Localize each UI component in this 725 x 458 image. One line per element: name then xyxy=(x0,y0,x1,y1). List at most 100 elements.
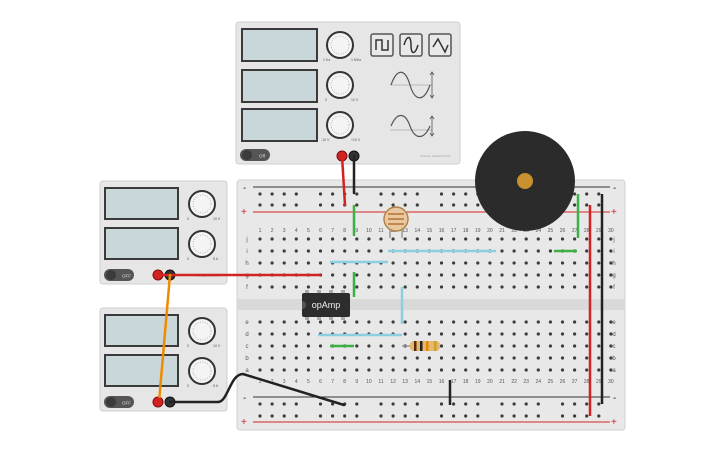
breadboard-hole[interactable] xyxy=(318,368,323,372)
rail-hole[interactable] xyxy=(512,414,516,418)
breadboard-hole[interactable] xyxy=(379,285,383,289)
rail-hole[interactable] xyxy=(476,414,480,418)
breadboard-hole[interactable] xyxy=(258,320,262,324)
rail-hole[interactable] xyxy=(294,402,298,406)
breadboard-hole[interactable] xyxy=(500,368,504,372)
breadboard-hole[interactable] xyxy=(573,356,577,360)
breadboard-hole[interactable] xyxy=(282,249,286,253)
breadboard-hole[interactable] xyxy=(585,344,589,348)
breadboard-hole[interactable] xyxy=(512,249,516,253)
breadboard-hole[interactable] xyxy=(548,261,553,265)
breadboard-hole[interactable] xyxy=(536,332,540,336)
rail-hole[interactable] xyxy=(270,203,274,207)
breadboard-hole[interactable] xyxy=(500,356,504,360)
breadboard-hole[interactable] xyxy=(391,237,395,241)
rail-hole[interactable] xyxy=(415,402,419,406)
function-generator[interactable]: 1 Hz 1 MHz 0 10 V -10 V +10 V xyxy=(235,21,461,165)
breadboard-hole[interactable] xyxy=(524,273,528,277)
breadboard-hole[interactable] xyxy=(379,368,383,372)
rail-hole[interactable] xyxy=(379,192,383,196)
rail-hole[interactable] xyxy=(294,192,298,196)
breadboard-hole[interactable] xyxy=(548,320,553,324)
rail-hole[interactable] xyxy=(524,414,528,418)
piezo-buzzer[interactable] xyxy=(475,131,575,231)
breadboard-hole[interactable] xyxy=(391,320,395,324)
rail-hole[interactable] xyxy=(331,192,335,196)
breadboard-hole[interactable] xyxy=(536,285,540,289)
breadboard-hole[interactable] xyxy=(282,368,286,372)
breadboard-hole[interactable] xyxy=(585,356,589,360)
breadboard-hole[interactable] xyxy=(318,261,323,265)
breadboard-hole[interactable] xyxy=(597,285,601,289)
resistor[interactable] xyxy=(402,341,440,351)
breadboard-hole[interactable] xyxy=(488,285,492,289)
breadboard-hole[interactable] xyxy=(306,356,310,360)
ps1-voltage-knob[interactable] xyxy=(188,190,216,218)
breadboard-hole[interactable] xyxy=(415,273,419,277)
breadboard-hole[interactable] xyxy=(548,273,553,277)
breadboard-hole[interactable] xyxy=(560,368,565,372)
breadboard-hole[interactable] xyxy=(294,368,298,372)
breadboard-hole[interactable] xyxy=(258,344,262,348)
breadboard-hole[interactable] xyxy=(427,332,431,336)
ps2-voltage-knob[interactable] xyxy=(188,317,216,345)
rail-hole[interactable] xyxy=(403,402,407,406)
breadboard-hole[interactable] xyxy=(258,368,262,372)
breadboard-hole[interactable] xyxy=(379,320,383,324)
breadboard-hole[interactable] xyxy=(597,320,601,324)
ps2-power-switch[interactable]: OFF xyxy=(104,396,134,408)
breadboard-hole[interactable] xyxy=(500,344,504,348)
rail-hole[interactable] xyxy=(355,414,359,418)
rail-hole[interactable] xyxy=(355,203,359,207)
breadboard-hole[interactable] xyxy=(573,368,577,372)
breadboard-hole[interactable] xyxy=(258,356,262,360)
breadboard-hole[interactable] xyxy=(609,249,613,253)
breadboard-hole[interactable] xyxy=(488,237,492,241)
rail-hole[interactable] xyxy=(379,203,383,207)
breadboard-hole[interactable] xyxy=(597,356,601,360)
breadboard-hole[interactable] xyxy=(488,332,492,336)
rail-hole[interactable] xyxy=(391,192,395,196)
breadboard-hole[interactable] xyxy=(355,368,359,372)
breadboard-hole[interactable] xyxy=(258,237,262,241)
breadboard-hole[interactable] xyxy=(536,249,540,253)
breadboard-hole[interactable] xyxy=(270,368,274,372)
breadboard-hole[interactable] xyxy=(452,356,456,360)
breadboard-hole[interactable] xyxy=(585,332,589,336)
breadboard-hole[interactable] xyxy=(282,344,286,348)
breadboard-hole[interactable] xyxy=(464,285,468,289)
breadboard-hole[interactable] xyxy=(331,356,335,360)
breadboard-hole[interactable] xyxy=(439,368,444,372)
breadboard-hole[interactable] xyxy=(306,332,310,336)
breadboard-hole[interactable] xyxy=(464,237,468,241)
breadboard-hole[interactable] xyxy=(500,249,504,253)
breadboard-hole[interactable] xyxy=(585,320,589,324)
breadboard-hole[interactable] xyxy=(573,285,577,289)
breadboard-hole[interactable] xyxy=(403,273,407,277)
breadboard-hole[interactable] xyxy=(452,320,456,324)
breadboard-hole[interactable] xyxy=(524,356,528,360)
breadboard-hole[interactable] xyxy=(573,332,577,336)
breadboard-hole[interactable] xyxy=(427,285,431,289)
breadboard-hole[interactable] xyxy=(488,368,492,372)
rail-hole[interactable] xyxy=(294,203,298,207)
rail-hole[interactable] xyxy=(573,414,577,418)
breadboard-hole[interactable] xyxy=(609,356,613,360)
breadboard-hole[interactable] xyxy=(536,368,540,372)
rail-hole[interactable] xyxy=(560,402,565,406)
fg-power-switch[interactable]: Off xyxy=(240,149,270,161)
breadboard-hole[interactable] xyxy=(548,285,553,289)
ps1-power-switch[interactable]: OFF xyxy=(104,269,134,281)
breadboard-hole[interactable] xyxy=(379,356,383,360)
rail-hole[interactable] xyxy=(536,402,540,406)
breadboard-hole[interactable] xyxy=(524,332,528,336)
ps2-negative-wire[interactable] xyxy=(168,372,346,407)
rail-hole[interactable] xyxy=(415,192,419,196)
rail-hole[interactable] xyxy=(331,402,335,406)
breadboard-hole[interactable] xyxy=(585,261,589,265)
breadboard-hole[interactable] xyxy=(331,320,335,324)
rail-hole[interactable] xyxy=(318,414,323,418)
rail-hole[interactable] xyxy=(318,402,323,406)
breadboard-hole[interactable] xyxy=(524,261,528,265)
